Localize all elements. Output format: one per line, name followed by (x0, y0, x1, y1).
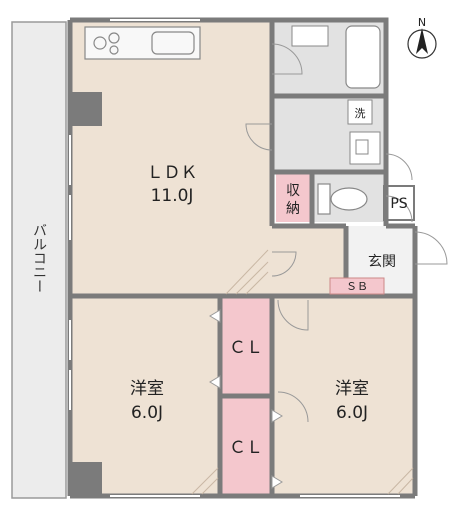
windows (69, 19, 400, 497)
entrance-label: 玄関 (368, 253, 396, 270)
storage-area (276, 174, 310, 222)
bath-basin-icon (291, 25, 329, 47)
door-swings (245, 43, 448, 423)
ldk-size: 11.0J (151, 186, 194, 206)
ps-area (383, 185, 415, 221)
column-bottom-left (70, 462, 102, 496)
closet-top-label: ＣＬ (229, 338, 263, 358)
north-arrow-icon: N (407, 16, 437, 59)
vanity-basin-icon (355, 139, 369, 155)
storage-label-1: 収 (286, 183, 300, 199)
shoe-box-label: ＳＢ (346, 280, 368, 293)
pipe-space-label: PS (390, 196, 407, 212)
room-left-size: 6.0J (131, 403, 163, 423)
bathtub-icon (345, 25, 381, 89)
washing-machine-icon (347, 99, 373, 125)
floor-hatch (191, 249, 414, 495)
closet-doors (209, 309, 283, 489)
room-left-name: 洋室 (130, 379, 164, 399)
stove-burner-icon (109, 45, 119, 55)
stove-burner-icon (93, 36, 107, 50)
room-right-floor (272, 298, 415, 494)
shoe-box (329, 277, 385, 295)
balcony-label: バルコニー (31, 223, 47, 293)
closet-bottom-label: ＣＬ (229, 438, 263, 458)
balcony-area (11, 21, 67, 499)
sink-icon (151, 31, 195, 55)
room-left-floor (70, 298, 220, 494)
ldk-name: ＬＤＫ (147, 163, 198, 183)
closet-top-area (222, 298, 270, 394)
column-ldk (70, 92, 102, 126)
vanity-icon (349, 131, 381, 165)
room-right-name: 洋室 (335, 379, 369, 399)
kitchen-counter (84, 26, 201, 60)
storage-label-2: 納 (286, 201, 300, 217)
stove-burner-icon (108, 32, 120, 44)
laundry-label: 洗 (355, 107, 366, 120)
room-right-size: 6.0J (336, 403, 368, 423)
ldk-floor (70, 20, 272, 295)
compass-label: N (418, 16, 426, 29)
toilet-icon (317, 183, 368, 215)
closet-bottom-area (222, 398, 270, 494)
